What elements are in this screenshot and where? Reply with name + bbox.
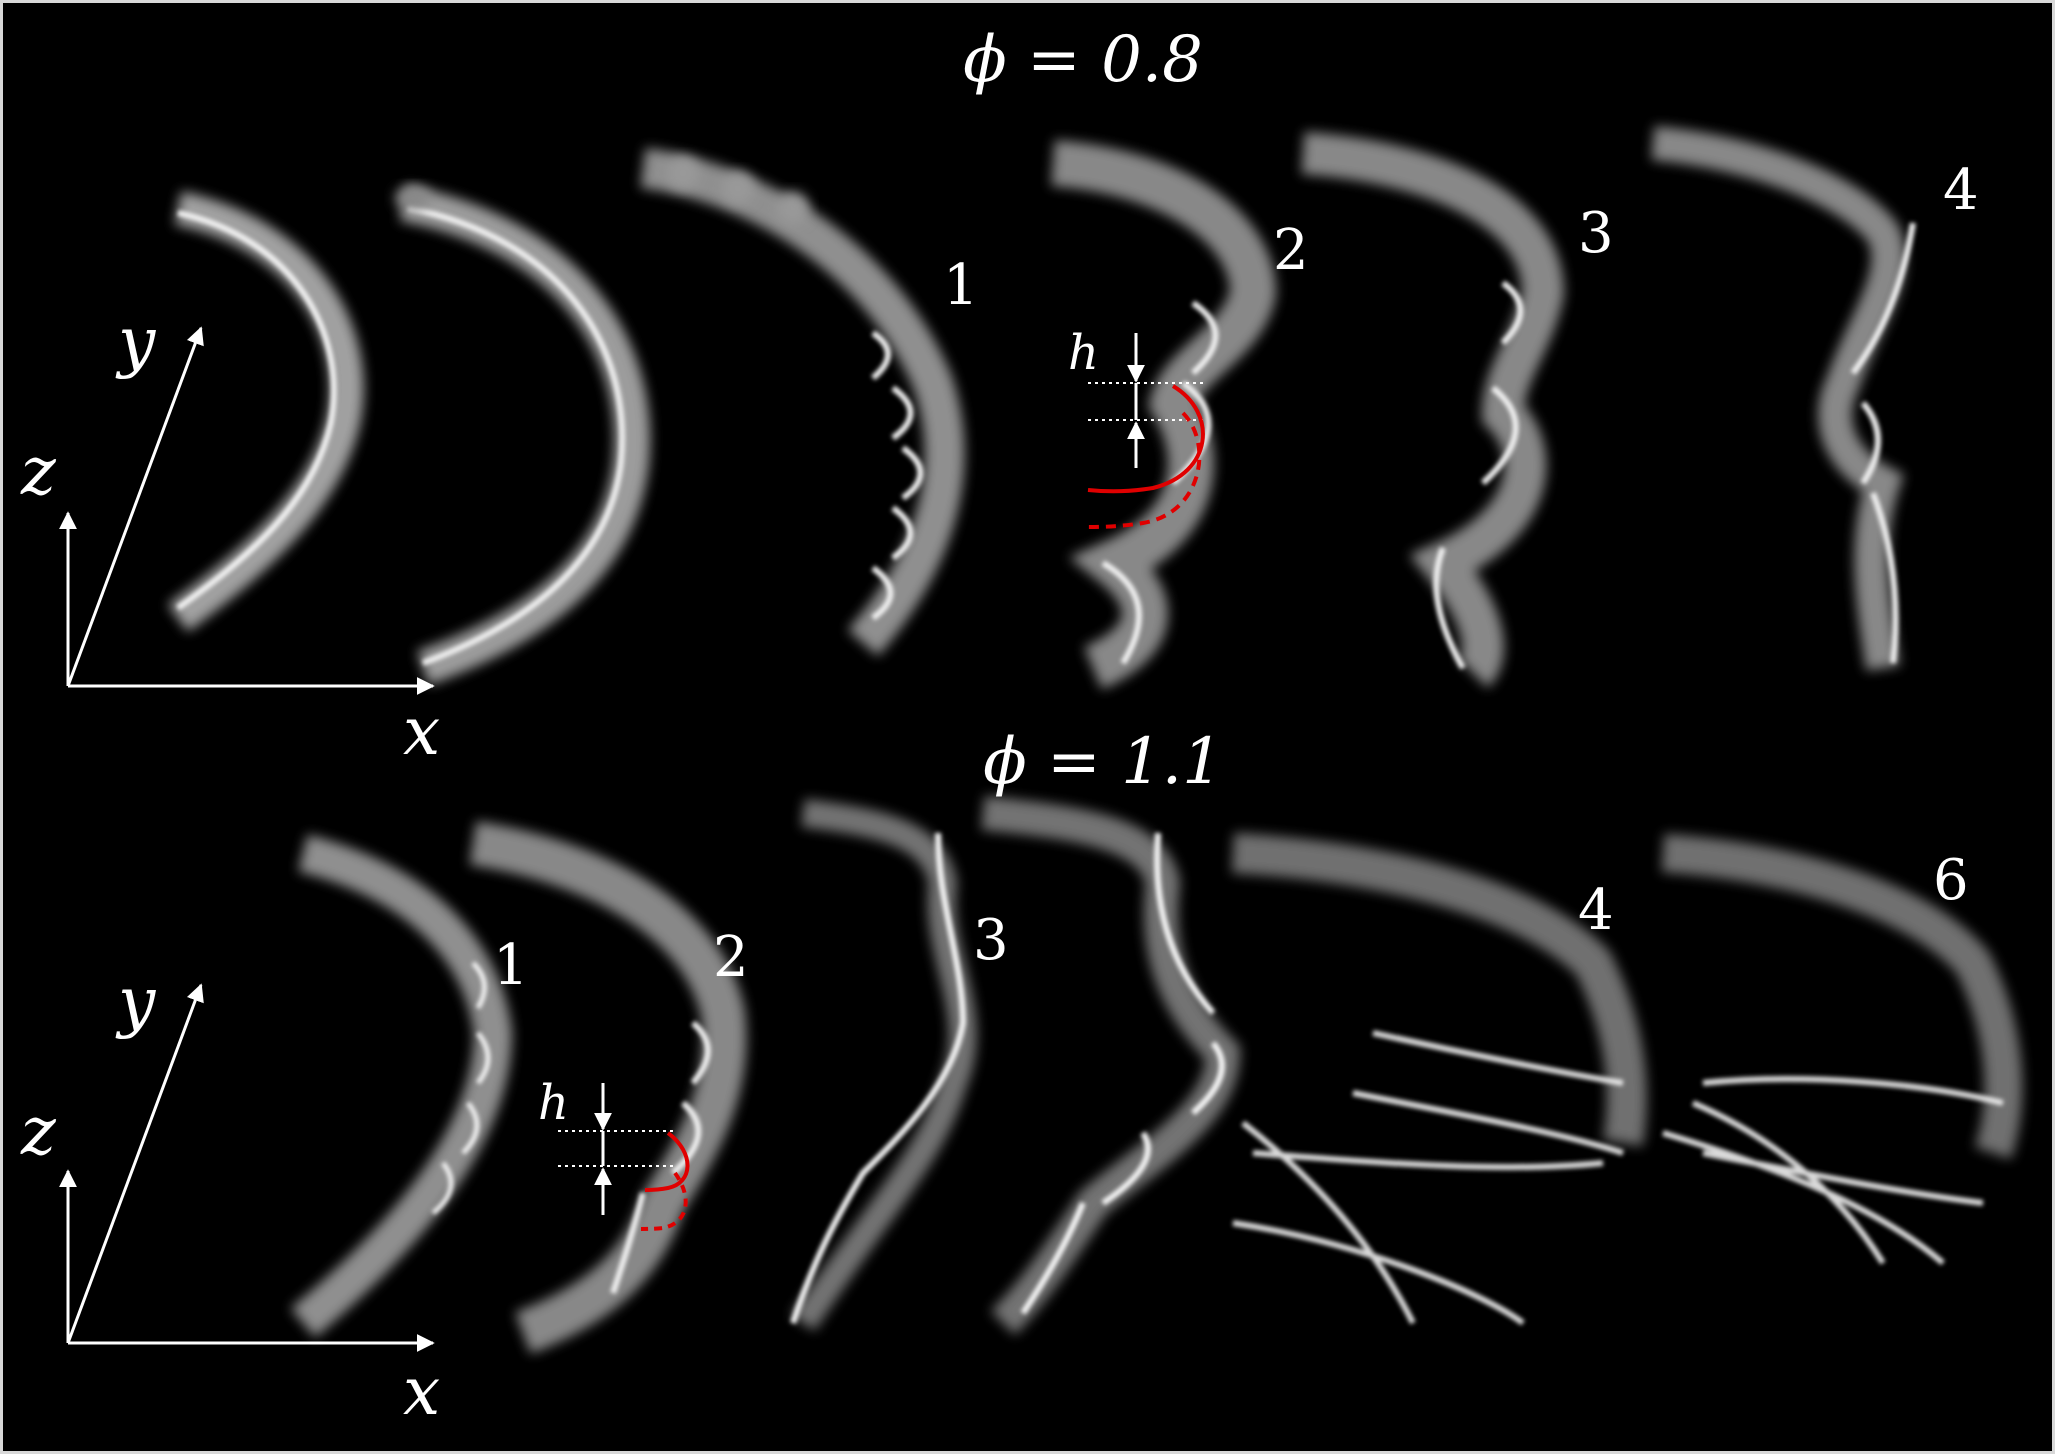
top-height-label: h (1068, 325, 1099, 381)
flame-image-montage (59, 126, 2023, 1354)
bottom-frame-e (1231, 833, 1647, 1326)
top-axis-label-y: y (118, 303, 156, 380)
top-frame-label-4: 4 (1943, 158, 1979, 223)
top-frame-label-1: 1 (943, 253, 979, 318)
bottom-height-label: h (538, 1075, 569, 1131)
top-frame-e (1301, 132, 1565, 688)
top-frame-c (640, 148, 965, 657)
bottom-axis-triad (59, 983, 435, 1352)
bottom-frame-d (981, 796, 1241, 1336)
bottom-frame-f (1661, 834, 2023, 1266)
bottom-frame-label-4: 4 (1578, 878, 1614, 943)
top-frame-label-3: 3 (1578, 201, 1614, 266)
top-frame-a (167, 191, 364, 632)
top-axis-triad (59, 326, 435, 695)
top-frame-d (1051, 140, 1277, 690)
top-row-flames (167, 126, 1916, 690)
top-frame-f (1651, 126, 1916, 671)
bottom-height-annotation (558, 1083, 690, 1231)
top-panel-title: ϕ = 0.8 (963, 23, 1203, 97)
bottom-frame-b (469, 821, 747, 1354)
bottom-frame-a (290, 834, 513, 1338)
top-height-annotation (1087, 333, 1205, 529)
bottom-frame-label-6: 6 (1933, 848, 1969, 913)
bottom-frame-label-3: 3 (973, 908, 1009, 973)
bottom-row-flames (290, 796, 2023, 1354)
bottom-frame-label-2: 2 (713, 925, 749, 990)
top-frame-label-2: 2 (1273, 218, 1309, 283)
top-axis-label-z: z (21, 433, 56, 510)
bottom-frame-c (790, 799, 977, 1331)
bottom-panel-title: ϕ = 1.1 (983, 725, 1223, 799)
bottom-axis-label-y: y (118, 963, 156, 1040)
bottom-frame-label-1: 1 (493, 933, 529, 998)
bottom-axis-label-z: z (21, 1093, 56, 1170)
top-axis-label-x: x (403, 693, 441, 770)
bottom-axis-label-x: x (403, 1353, 441, 1430)
top-frame-b (395, 185, 651, 685)
